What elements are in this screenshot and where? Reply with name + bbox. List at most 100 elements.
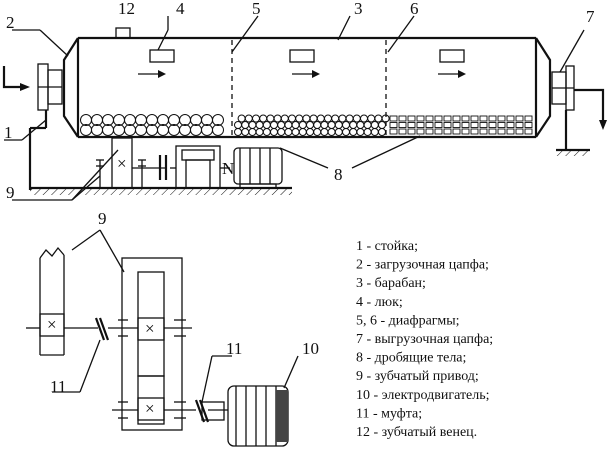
foundation <box>30 186 292 195</box>
grinding-cylpeb <box>389 122 398 128</box>
grinding-cylpeb <box>398 128 407 135</box>
grinding-ball <box>295 114 304 123</box>
grinding-ball <box>80 114 92 126</box>
grinding-cylpeb <box>470 122 479 128</box>
hatch-openings <box>149 49 465 63</box>
grinding-cylpeb <box>434 128 443 135</box>
grinding-ball <box>298 121 307 129</box>
grinding-cylpeb <box>407 122 416 128</box>
grinding-ball <box>320 128 329 136</box>
callout-7: 7 <box>586 7 595 26</box>
svg-text:×: × <box>145 319 155 338</box>
support-stand-right <box>556 110 590 156</box>
grinding-ball <box>338 114 347 123</box>
grinding-ball <box>255 121 264 129</box>
callout-6: 6 <box>410 0 419 18</box>
grinding-cylpeb <box>407 115 416 122</box>
grinding-ball <box>273 114 282 123</box>
grinding-cylpeb <box>497 122 506 128</box>
grinding-media-small <box>389 115 533 135</box>
grinding-cylpeb <box>425 122 434 128</box>
grinding-ball <box>234 128 242 136</box>
callout-11-right: 11 <box>226 339 242 358</box>
grinding-ball <box>352 114 361 123</box>
callout-12: 12 <box>118 0 135 18</box>
mill-drum <box>62 36 552 139</box>
drive-kinematic-scheme: × × × <box>26 246 289 447</box>
grinding-cylpeb <box>443 128 452 135</box>
svg-text:N: N <box>222 159 234 178</box>
legend-item: 12 - зубчатый венец. <box>356 425 477 440</box>
grinding-ball <box>248 121 257 129</box>
svg-text:×: × <box>47 315 57 334</box>
callout-5: 5 <box>252 0 261 18</box>
grinding-ball <box>360 114 368 123</box>
grinding-ball <box>270 121 278 129</box>
grinding-cylpeb <box>452 115 461 122</box>
grinding-cylpeb <box>389 115 398 122</box>
grinding-ball <box>252 114 260 123</box>
grinding-cylpeb <box>434 115 443 122</box>
grinding-ball <box>349 121 358 129</box>
grinding-cylpeb <box>524 115 533 122</box>
grinding-media-medium <box>234 114 390 136</box>
legend-item: 5, 6 - диафрагмы; <box>356 313 460 328</box>
grinding-cylpeb <box>434 122 443 128</box>
grinding-cylpeb <box>479 122 488 128</box>
grinding-cylpeb <box>497 115 506 122</box>
support-stand-left <box>28 110 48 190</box>
grinding-ball <box>212 114 224 126</box>
grinding-cylpeb <box>443 115 452 122</box>
grinding-ball <box>306 128 314 136</box>
grinding-cylpeb <box>425 115 434 122</box>
grinding-cylpeb <box>488 128 497 135</box>
grinding-ball <box>320 121 329 129</box>
grinding-cylpeb <box>398 115 407 122</box>
legend: 1 - стойка;2 - загрузочная цапфа;3 - бар… <box>356 239 493 440</box>
flow-arrows <box>138 70 466 78</box>
grinding-cylpeb <box>506 128 515 135</box>
grinding-ball <box>327 128 336 136</box>
grinding-ball <box>124 124 136 136</box>
grinding-ball <box>190 124 202 136</box>
grinding-cylpeb <box>515 115 524 122</box>
grinding-ball <box>168 114 180 126</box>
grinding-cylpeb <box>479 115 488 122</box>
callout-10: 10 <box>302 339 319 358</box>
legend-item: 3 - барабан; <box>356 276 426 291</box>
grinding-ball <box>179 114 191 126</box>
callout-11-left: 11 <box>50 377 66 396</box>
grinding-ball <box>316 114 325 123</box>
grinding-ball <box>381 114 390 123</box>
grinding-ball <box>327 121 336 129</box>
grinding-ball <box>284 121 293 129</box>
grinding-ball <box>302 114 311 123</box>
grinding-ball <box>288 114 296 123</box>
grinding-ball <box>342 128 350 136</box>
grinding-ball <box>113 124 125 136</box>
callout-8: 8 <box>334 165 343 184</box>
grinding-ball <box>306 121 314 129</box>
grinding-cylpeb <box>452 122 461 128</box>
grinding-ball <box>237 114 246 123</box>
grinding-ball <box>212 124 224 136</box>
grinding-ball <box>262 128 271 136</box>
grinding-ball <box>291 128 300 136</box>
grinding-cylpeb <box>425 128 434 135</box>
legend-item: 11 - муфта; <box>356 406 422 421</box>
grinding-ball <box>91 124 103 136</box>
loading-trunnion <box>2 63 63 111</box>
grinding-cylpeb <box>461 115 470 122</box>
grinding-cylpeb <box>398 122 407 128</box>
grinding-ball <box>284 128 293 136</box>
grinding-ball <box>157 124 169 136</box>
grinding-ball <box>146 124 158 136</box>
grinding-ball <box>179 124 191 136</box>
legend-item: 2 - загрузочная цапфа; <box>356 258 489 273</box>
grinding-ball <box>334 128 343 136</box>
grinding-ball <box>277 121 286 129</box>
unloading-trunnion <box>551 65 607 130</box>
grinding-ball <box>113 114 125 126</box>
grinding-ball <box>367 114 376 123</box>
